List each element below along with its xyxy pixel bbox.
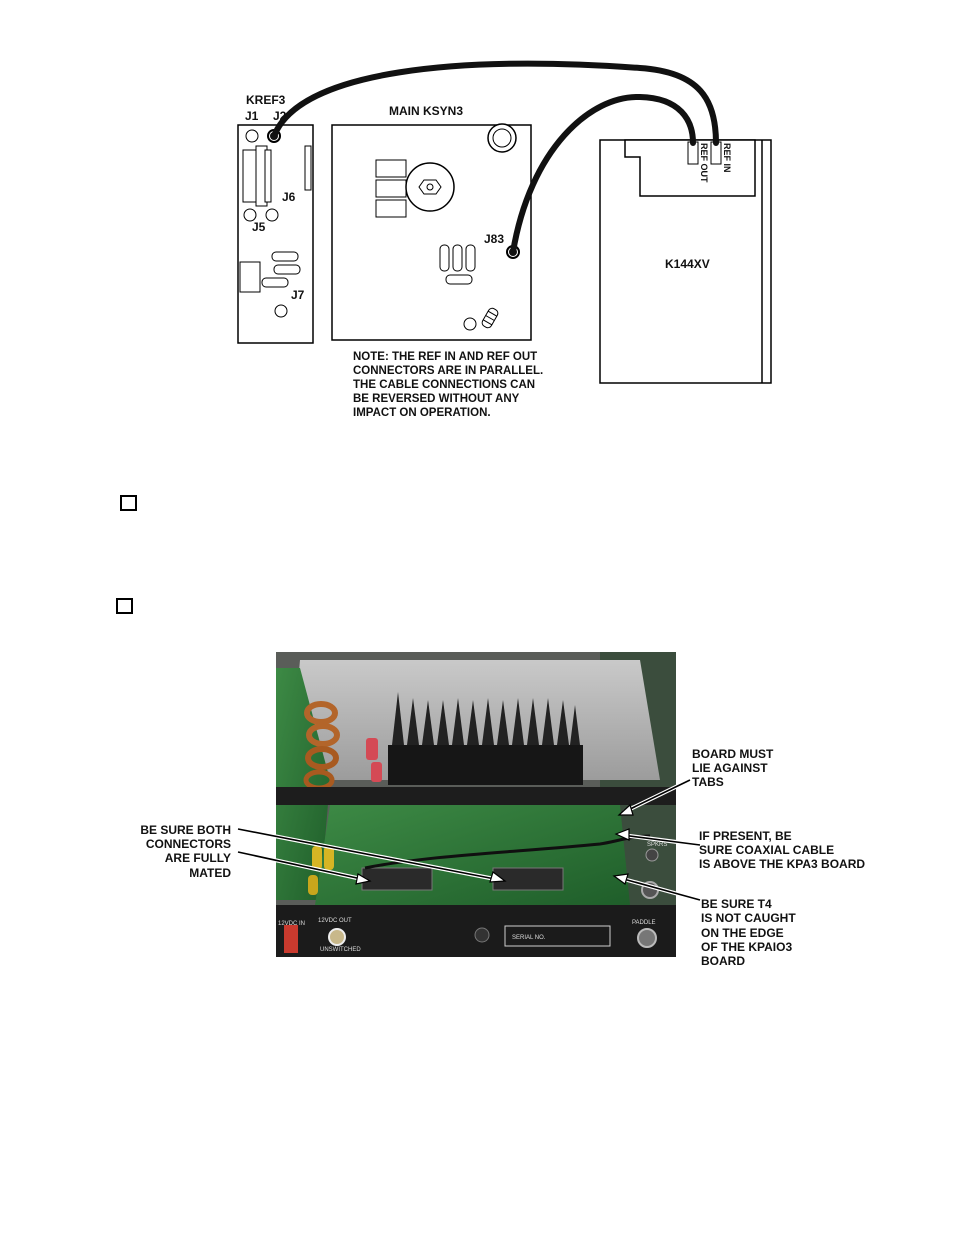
- ann-t4-line-4: OF THE KPAIO3: [701, 940, 792, 954]
- dc-out-jack: [328, 928, 346, 946]
- paddle-jack: [637, 928, 657, 948]
- vdc-in-label: 12VDC IN: [278, 921, 305, 927]
- vdc-out-label: 12VDC OUT: [318, 918, 352, 924]
- main-component: [375, 159, 407, 178]
- coax-cable-j83-to-ref-out: [510, 93, 696, 255]
- kref3-j6-label: J6: [282, 190, 296, 204]
- main-crystal: [481, 307, 499, 329]
- annotation-arrows-inner: [237, 779, 701, 901]
- main-ksyn3-board: [331, 124, 532, 341]
- kref3-j6-hole: [265, 208, 279, 222]
- main-component: [452, 244, 463, 272]
- ann-tabs-line-3: TABS: [692, 775, 724, 789]
- ann-connectors-line-2: CONNECTORS: [146, 837, 231, 851]
- kref3-j5-hole: [243, 208, 257, 222]
- heatsink: [388, 692, 583, 785]
- ref-in-label: REF IN: [722, 143, 732, 173]
- step-checkbox-1[interactable]: [120, 495, 137, 511]
- front-bracket: [276, 787, 676, 805]
- rear-control: [474, 927, 490, 943]
- wire-terminal-red: [371, 762, 382, 782]
- coax-cable-kref3-to-ref-in: [271, 60, 719, 146]
- ann-coax-line-1: IF PRESENT, BE: [699, 829, 792, 843]
- unswitched-label: UNSWITCHED: [320, 947, 361, 953]
- connector-1: [361, 867, 433, 891]
- j2-plug: [270, 132, 278, 140]
- j83-plug: [509, 248, 517, 256]
- ref-out-label: REF OUT: [699, 143, 709, 183]
- ann-t4-line-2: IS NOT CAUGHT: [701, 911, 796, 925]
- note-line-5: IMPACT ON OPERATION.: [353, 407, 491, 419]
- main-component: [445, 274, 473, 285]
- kref3-j7-hole: [274, 304, 288, 318]
- connector-2: [492, 867, 564, 891]
- ann-tabs-line-2: LIE AGAINST: [692, 761, 768, 775]
- k144xv-title: K144XV: [665, 257, 710, 271]
- cable-diagram: KREF3 J1 J2 J6 J5 J7 MAIN KSYN3 J83: [237, 60, 772, 419]
- ann-t4-line-5: BOARD: [701, 954, 745, 968]
- capacitors: [308, 846, 334, 895]
- main-component: [439, 244, 450, 272]
- serial-label-box: [504, 925, 611, 947]
- assembly-photo-figure: 12VDC IN 12VDC OUT UNSWITCHED SERIAL NO.…: [140, 652, 865, 968]
- note-line-3: THE CABLE CONNECTIONS CAN: [353, 379, 535, 391]
- ann-tabs-line-1: BOARD MUST: [692, 747, 774, 761]
- kref3-header: [304, 145, 312, 191]
- dc-in-jack: [284, 925, 298, 953]
- kref3-j5-label: J5: [252, 220, 266, 234]
- wire-terminal-red: [366, 738, 378, 760]
- serial-label: SERIAL NO.: [512, 935, 546, 941]
- kref3-component: [264, 149, 272, 203]
- main-encoder-shaft: [426, 183, 434, 191]
- note-line-1: NOTE: THE REF IN AND REF OUT: [353, 351, 537, 363]
- main-component: [465, 244, 476, 272]
- kref3-component: [271, 251, 299, 262]
- kref3-j1-label: J1: [245, 109, 259, 123]
- ann-t4-line-3: ON THE EDGE: [701, 926, 784, 940]
- ann-t4-line-1: BE SURE T4: [701, 897, 772, 911]
- kref3-component: [239, 261, 261, 293]
- ann-coax-line-3: IS ABOVE THE KPA3 BOARD: [699, 857, 865, 871]
- main-component: [375, 199, 407, 218]
- main-component: [375, 179, 407, 198]
- ann-connectors-line-1: BE SURE BOTH: [140, 823, 231, 837]
- k144xv-board-inset: [624, 139, 756, 197]
- ann-coax-line-2: SURE COAXIAL CABLE: [699, 843, 834, 857]
- main-mount-hole-inner: [492, 128, 512, 148]
- kref3-component: [273, 264, 301, 275]
- main-j83-label: J83: [484, 232, 504, 246]
- note-line-2: CONNECTORS ARE IN PARALLEL.: [353, 365, 543, 377]
- note-line-4: BE REVERSED WITHOUT ANY: [353, 393, 520, 405]
- main-hole: [463, 317, 477, 331]
- ann-connectors-line-4: MATED: [189, 866, 231, 880]
- kref3-title: KREF3: [246, 93, 286, 107]
- ann-connectors-line-3: ARE FULLY: [165, 851, 231, 865]
- kref3-j1-hole: [245, 129, 259, 143]
- spkrs-jack: [645, 848, 659, 862]
- left-pcb: [276, 668, 330, 900]
- main-ksyn3-title: MAIN KSYN3: [389, 104, 463, 118]
- kref3-component: [261, 277, 289, 288]
- spkrs-label: SPKRS: [647, 842, 667, 848]
- arrowheads: [355, 803, 634, 885]
- step-checkbox-2[interactable]: [116, 598, 133, 614]
- kref3-j7-label: J7: [291, 288, 305, 302]
- paddle-label: PADDLE: [632, 920, 656, 926]
